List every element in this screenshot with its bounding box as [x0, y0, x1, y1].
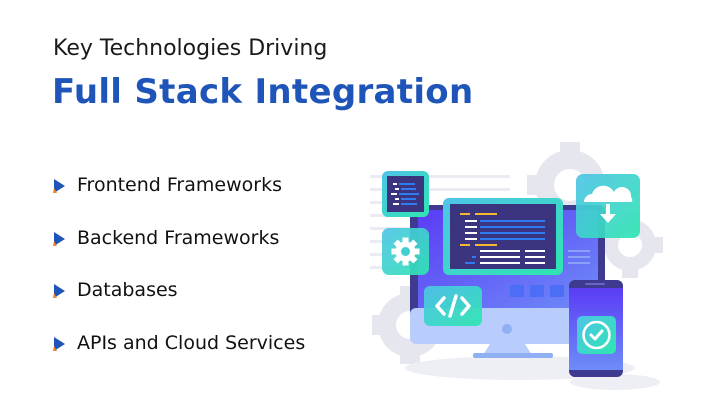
code-window-icon: [443, 198, 563, 275]
list-item-label: Frontend Frameworks: [77, 174, 282, 196]
list-item: Frontend Frameworks: [52, 172, 305, 225]
document-card-icon: [382, 171, 429, 217]
play-bullet-icon: [53, 284, 65, 298]
list-item: Backend Frameworks: [52, 225, 305, 278]
page-subtitle: Key Technologies Driving: [53, 36, 328, 61]
mobile-phone-icon: [569, 280, 623, 377]
play-bullet-icon: [53, 179, 65, 193]
list-item-label: Backend Frameworks: [77, 226, 280, 249]
gear-icon: [382, 228, 429, 275]
check-circle-icon: [582, 320, 611, 350]
play-bullet-icon: [53, 336, 65, 351]
list-item: APIs and Cloud Services: [52, 330, 305, 383]
full-stack-illustration: [360, 140, 690, 400]
play-bullet-icon: [53, 231, 65, 246]
list-item: Databases: [52, 277, 305, 330]
technology-list: Frontend Frameworks Backend Frameworks D…: [52, 172, 305, 382]
cloud-download-icon: [576, 174, 640, 238]
code-tag-icon: [424, 286, 482, 326]
illustration-svg: [370, 142, 663, 390]
page-title: Full Stack Integration: [52, 72, 474, 112]
list-item-label: APIs and Cloud Services: [77, 331, 306, 354]
list-item-label: Databases: [77, 279, 178, 301]
